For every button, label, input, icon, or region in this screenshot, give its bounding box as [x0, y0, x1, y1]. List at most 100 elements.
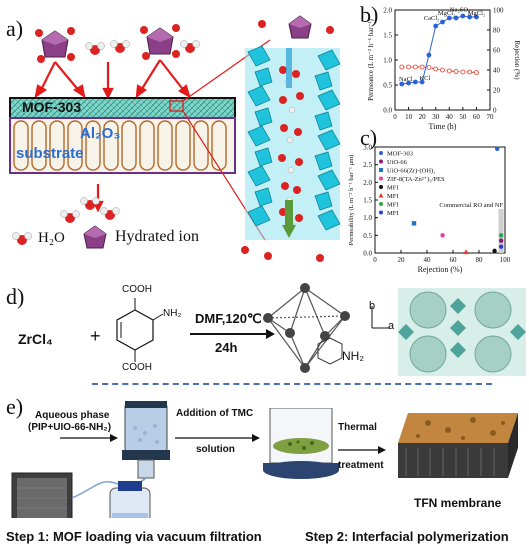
legend-marker: [379, 151, 383, 155]
hydrated-ion-icon: [140, 24, 180, 60]
water-legend-icon: [12, 232, 32, 245]
reaction-condition-2: 24h: [215, 340, 238, 355]
axes-indicator: [371, 306, 390, 329]
crystal-lattice: [398, 288, 526, 376]
x-tick-label: 20: [419, 113, 427, 121]
data-point: [498, 238, 504, 243]
y-tick-label: 1.5: [383, 32, 392, 40]
aqueous-phase-label: Aqueous phase: [35, 410, 110, 421]
legend-marker: [379, 202, 383, 206]
legend-label: UiO-66(Zr)-(OH)₂: [387, 168, 435, 175]
data-point: [474, 14, 479, 20]
commercial-region: [498, 208, 504, 253]
step-1-label: Step 1: MOF loading via vacuum filtratio…: [6, 529, 262, 544]
mof-channel-structure: [241, 15, 341, 262]
data-point: [440, 233, 445, 238]
legend-marker: [379, 159, 383, 164]
x-axis-label: Time (h): [429, 122, 457, 131]
data-point: [492, 248, 497, 254]
data-point: [433, 23, 439, 29]
y2-tick-label: 80: [493, 27, 501, 35]
data-point: [412, 64, 418, 70]
addition-label: Addition of TMC: [176, 408, 254, 419]
salt-annotation: NaCl: [399, 76, 413, 83]
addition-label-2: solution: [196, 444, 235, 455]
legend-label: MFI: [387, 202, 399, 209]
x-tick-label: 10: [405, 113, 413, 121]
thermal-label-2: treatment: [338, 460, 384, 471]
hydrated-ion-icon: [35, 27, 75, 63]
legend-label: ZIF-8(TA-Zn²⁺)₃/PES: [387, 176, 445, 183]
thermal-label: Thermal: [338, 422, 377, 433]
reaction-arrow-head-icon: [266, 329, 275, 339]
x-tick-label: 40: [424, 256, 432, 264]
zrcl4-label: ZrCl₄: [18, 331, 53, 347]
data-point: [419, 64, 425, 70]
data-point: [463, 249, 469, 255]
water-molecule-icon: [85, 40, 200, 55]
data-point: [474, 70, 479, 75]
y-tick-label: 0.5: [383, 82, 392, 90]
x-tick-label: 0: [393, 113, 397, 121]
y-tick-label: 2.0: [383, 7, 392, 15]
x-tick-label: 40: [446, 113, 454, 121]
legend-label: UiO-66: [387, 159, 408, 166]
data-point: [498, 244, 504, 249]
y-tick-label: 3.0: [363, 144, 372, 152]
x-tick-label: 80: [476, 256, 484, 264]
data-point: [406, 80, 411, 86]
data-point: [411, 221, 417, 226]
x-tick-label: 100: [500, 256, 511, 264]
y2-tick-label: 40: [493, 67, 501, 75]
commercial-annotation: Commercial RO and NF: [439, 202, 503, 209]
y-axis-label: Permeability (L m⁻² h⁻¹ bar⁻¹ μm): [348, 155, 355, 246]
x-axis-label: Rejection (%): [418, 265, 463, 274]
x-tick-label: 30: [432, 113, 440, 121]
aqueous-phase-label-2: (PIP+UIO-66-NH₂): [28, 422, 112, 433]
y-axis-label: Permeance (L m⁻² h⁻¹ bar⁻¹): [367, 19, 375, 101]
y2-tick-label: 0: [493, 107, 497, 115]
data-point: [419, 79, 425, 85]
substrate-label: Al₂O₃: [80, 125, 121, 142]
legend-marker: [378, 193, 384, 198]
legend-marker: [379, 176, 383, 181]
legend-label: MOF-303: [387, 151, 413, 158]
axis-a-label: a: [388, 320, 395, 332]
data-point: [460, 69, 466, 75]
legend-label: MFI: [387, 185, 399, 192]
zr-cluster-structure: [263, 283, 350, 373]
data-point: [453, 69, 459, 74]
y2-tick-label: 100: [493, 7, 504, 15]
salt-annotation: Na₂SO₄: [450, 7, 471, 14]
salt-annotation: CaCl₂: [424, 15, 440, 22]
tfn-membrane-label: TFN membrane: [414, 496, 502, 510]
filtration-setup: [11, 401, 260, 518]
panel-c-letter: c): [360, 125, 378, 150]
salt-annotation: MgCl₂: [438, 10, 455, 17]
panel-a-letter: a): [6, 16, 24, 41]
y-tick-label: 2.0: [363, 179, 372, 187]
linker-structure: [116, 298, 164, 362]
y-tick-label: 0.0: [363, 250, 372, 258]
data-point: [453, 15, 459, 21]
x-tick-label: 50: [459, 113, 467, 121]
panel-e-letter: e): [6, 394, 24, 419]
y-tick-label: 1.0: [363, 214, 372, 222]
salt-annotation: MgCl₂: [468, 10, 485, 17]
plus-sign: +: [90, 326, 101, 346]
series-line-1: [401, 15, 477, 85]
data-point: [426, 65, 432, 70]
data-point: [406, 64, 411, 70]
section-divider: [92, 383, 492, 385]
legend-marker: [379, 185, 383, 189]
water-legend-label: H₂O: [38, 230, 65, 246]
legend-marker: [379, 168, 383, 172]
y-tick-label: 1.5: [363, 197, 372, 205]
cooh-bottom-label: COOH: [122, 362, 152, 373]
panel-b-letter: b): [360, 2, 379, 27]
step-2-label: Step 2: Interfacial polymerization: [305, 529, 509, 544]
y-tick-label: 2.5: [363, 161, 372, 169]
y-tick-label: 0.5: [363, 232, 372, 240]
panel-d-letter: d): [6, 284, 25, 309]
